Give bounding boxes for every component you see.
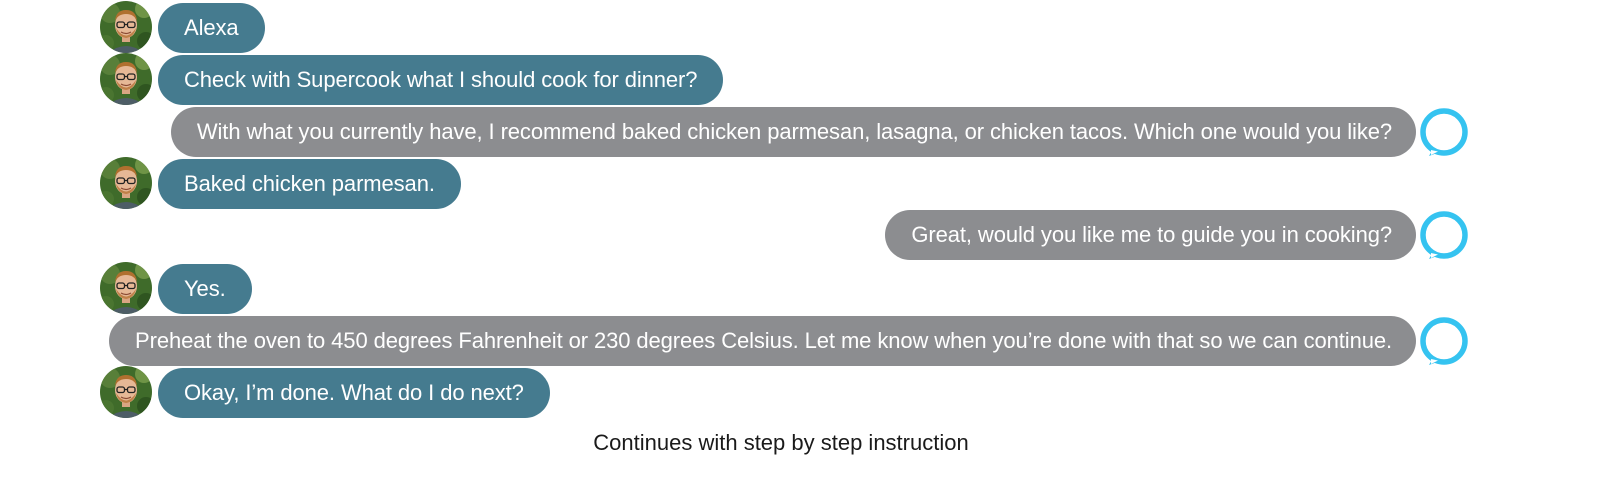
user-avatar-photo-icon — [100, 157, 152, 209]
alexa-logo-icon — [1418, 209, 1470, 261]
alexa-message-bubble: Preheat the oven to 450 degrees Fahrenhe… — [109, 316, 1416, 366]
user-message-bubble: Alexa — [158, 3, 265, 53]
user-avatar-photo-icon — [100, 53, 152, 105]
user-avatar — [100, 366, 152, 418]
alexa-logo-icon — [1418, 315, 1470, 367]
user-avatar-photo-icon — [100, 1, 152, 53]
user-avatar — [100, 1, 152, 53]
user-message-bubble: Check with Supercook what I should cook … — [158, 55, 724, 105]
alexa-logo-icon — [1418, 106, 1470, 158]
alexa-avatar — [1418, 315, 1470, 367]
alexa-avatar — [1418, 209, 1470, 261]
user-avatar-photo-icon — [100, 262, 152, 314]
user-message-bubble: Okay, I’m done. What do I do next? — [158, 368, 550, 418]
continuation-caption: Continues with step by step instruction — [593, 430, 969, 455]
alexa-message-bubble: With what you currently have, I recommen… — [170, 107, 1416, 157]
user-avatar — [100, 53, 152, 105]
alexa-message-bubble: Great, would you like me to guide you in… — [885, 210, 1416, 260]
user-message-bubble: Yes. — [158, 264, 252, 314]
alexa-avatar — [1418, 106, 1470, 158]
user-avatar-photo-icon — [100, 366, 152, 418]
user-avatar — [100, 262, 152, 314]
user-avatar — [100, 157, 152, 209]
user-message-bubble: Baked chicken parmesan. — [158, 159, 461, 209]
